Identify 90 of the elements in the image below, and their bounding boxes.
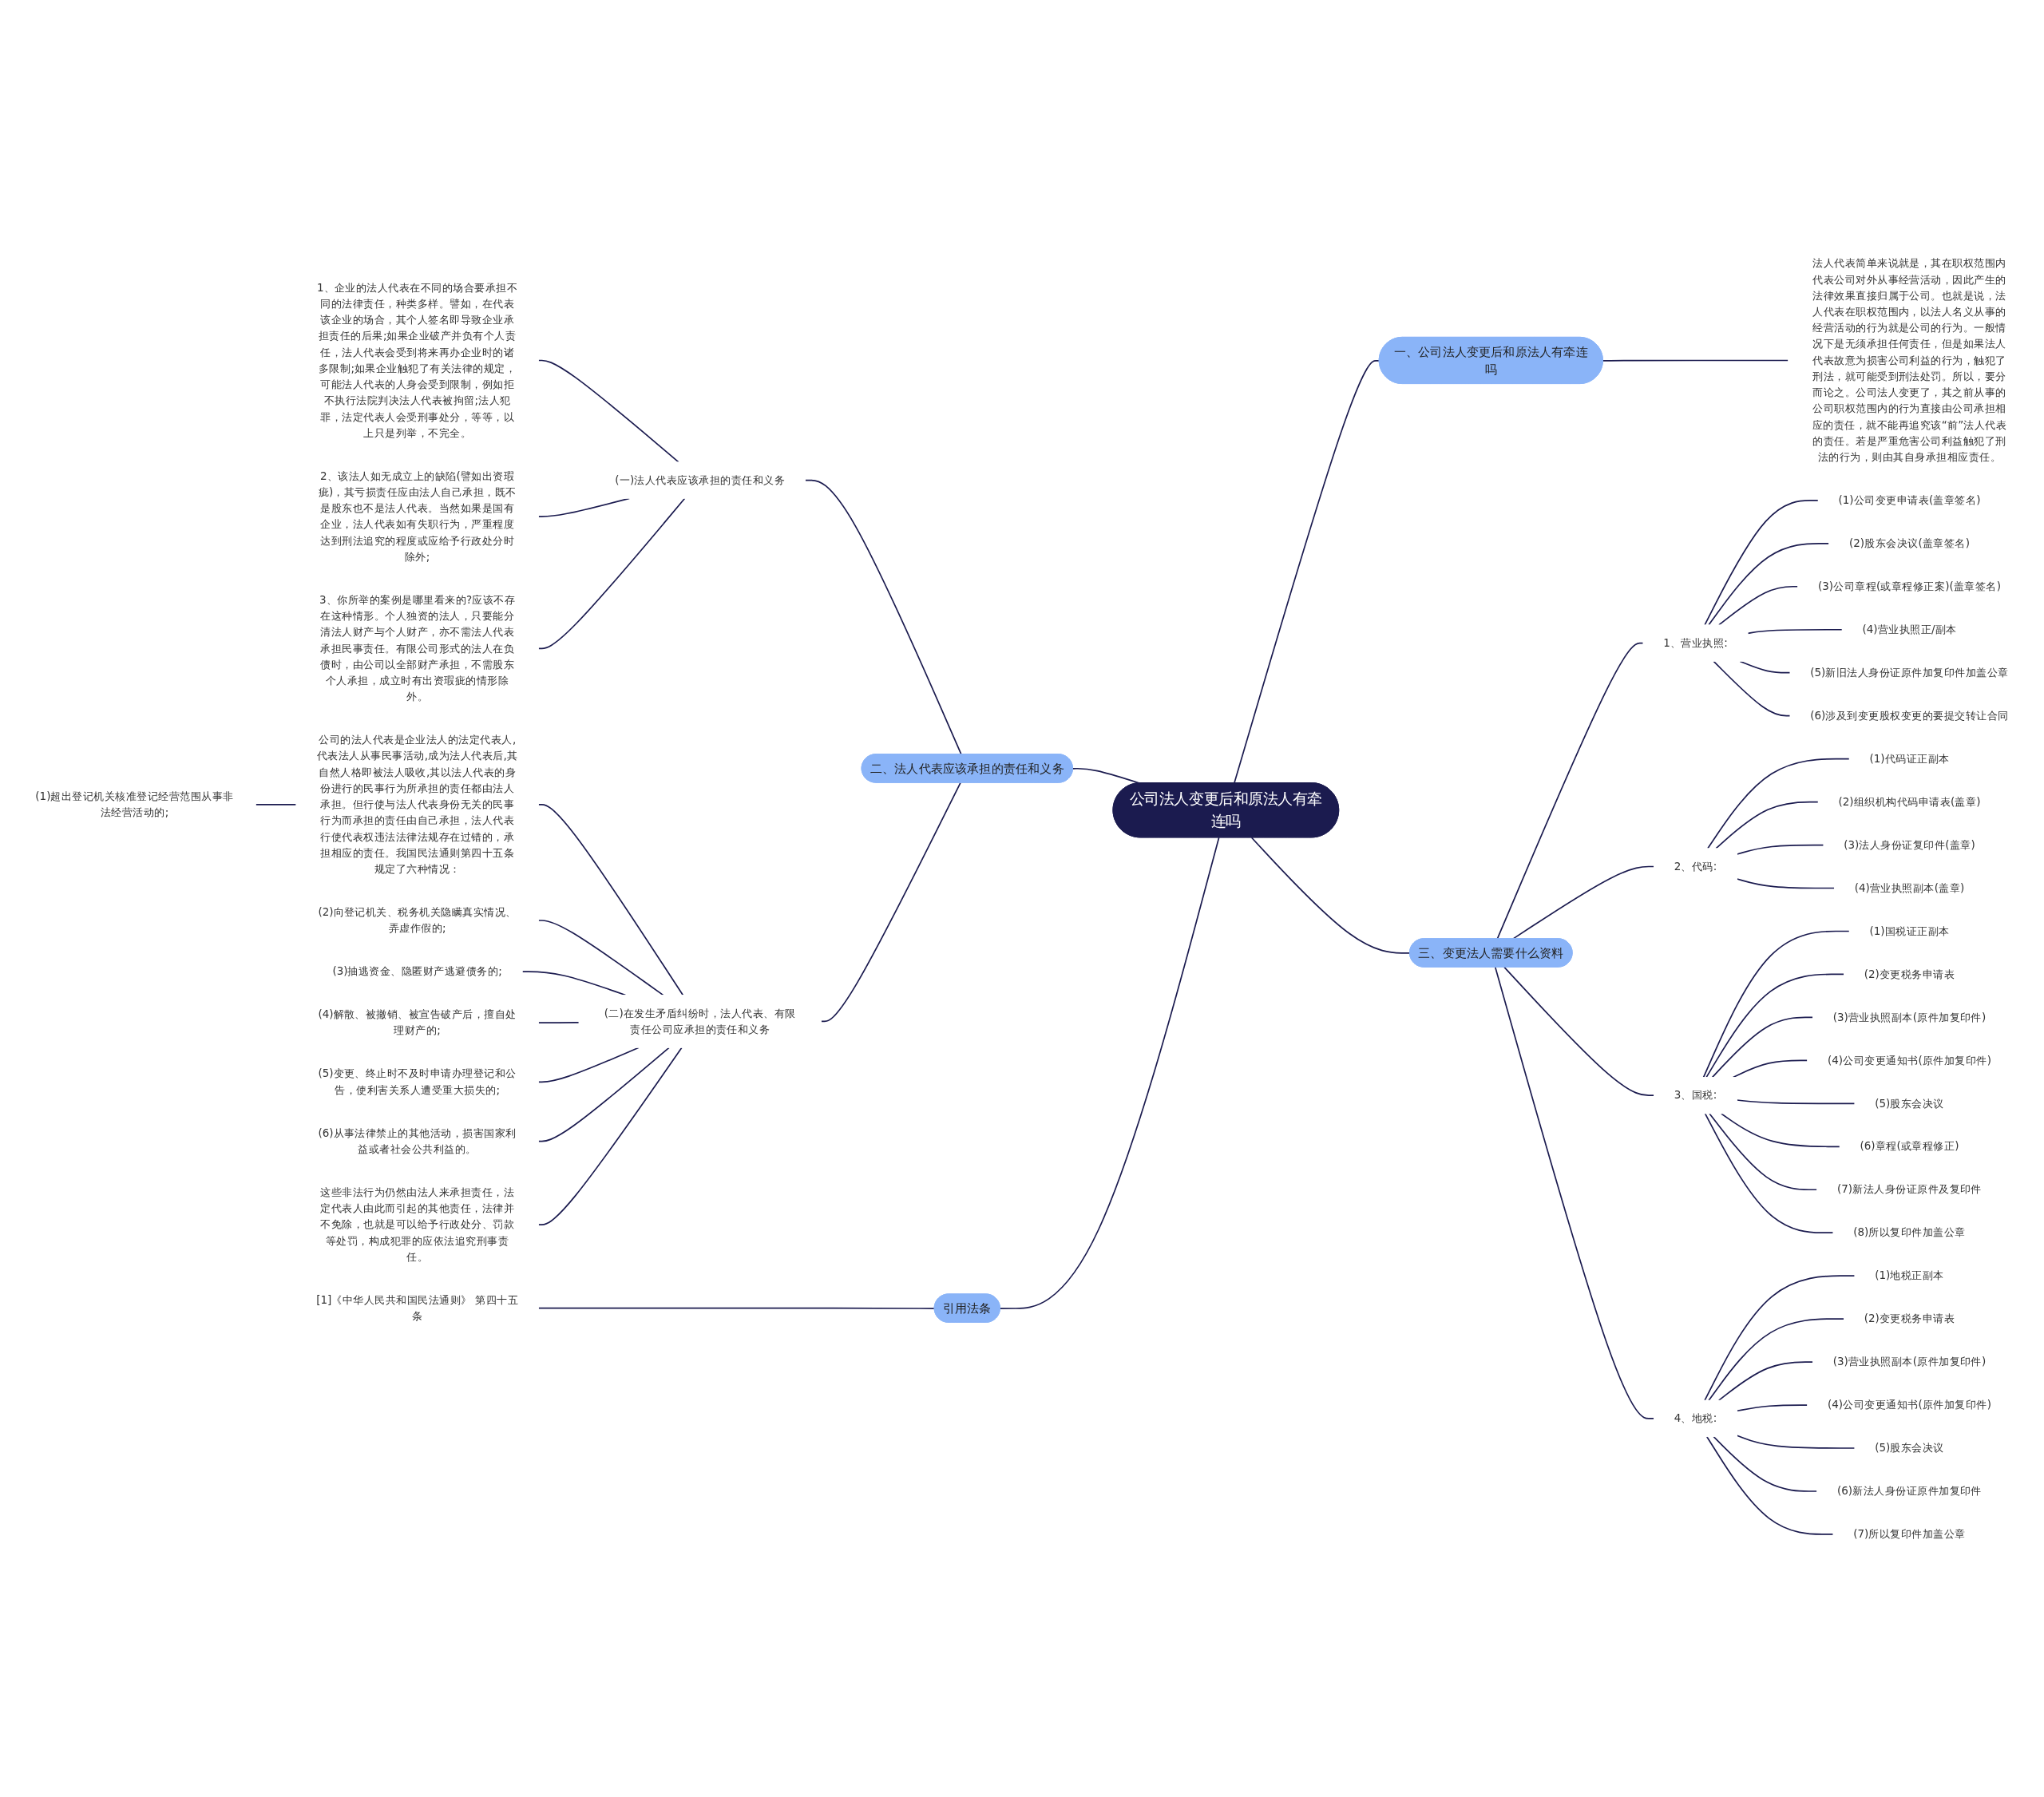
connector (1496, 642, 1644, 940)
connector (537, 1047, 683, 1225)
connector (1739, 660, 1791, 674)
node-text: (1)公司变更申请表(盖章签名) (1838, 493, 1981, 506)
node-text: (1)地税正副本 (1875, 1269, 1944, 1282)
node-text: (4)营业执照正/副本 (1862, 622, 1957, 635)
node-text: (3)营业执照副本(原件加复印件) (1832, 1010, 1987, 1023)
connector (1736, 877, 1836, 889)
node-text: 1、营业执照: (1663, 635, 1728, 649)
node-text: (5)新旧法人身份证原件加复印件加盖公章 (1810, 665, 2009, 679)
connector (1717, 1360, 1814, 1401)
node-text: (6)从事法律禁止的其他活动，损害国家利益或者社会公共利益的。 (318, 1126, 517, 1155)
node-text: (4)公司变更通知书(原件加复印件) (1827, 1398, 1991, 1411)
connector (255, 803, 297, 805)
node-text: (2)变更税务申请表 (1864, 967, 1955, 980)
connector (537, 919, 664, 995)
node-text: (3)公司章程(或章程修正案)(盖章签名) (1817, 579, 2001, 592)
node-text: (2)股东会决议(盖章签名) (1848, 536, 1971, 549)
node-text: (3)营业执照副本(原件加复印件) (1832, 1355, 1987, 1368)
connector (1747, 628, 1843, 634)
node-text: (3)法人身份证复印件(盖章) (1844, 837, 1975, 851)
connector (1512, 865, 1655, 940)
node-text: (5)股东会决议 (1875, 1096, 1944, 1110)
connector (1704, 1274, 1856, 1401)
connector (1704, 499, 1819, 626)
node-text: 4、地税: (1674, 1411, 1717, 1425)
node-text: 3、国税: (1674, 1088, 1717, 1102)
node-text: (3)抽逃资金、隐匿财产逃避债务的; (332, 964, 502, 978)
connector (999, 836, 1220, 1309)
connector (1707, 758, 1850, 849)
node-text: 1、企业的法人代表在不同的场合要承担不同的法律责任，种类多样。譬如，在代表该企业的场合，其个人签名即导致企业承担责任的后果;如果企业破产并负有个人责任，法人代表会受到将来再办企业时的诸多限制;如果企业触犯了有关法律的规定，可能法人代表的人身会受到限制，例如拒不执行法院判决法人代表被拘留;法人犯罪，法定代表人会受刑事处分，等等，以上只是列举，不完全。 (316, 280, 518, 439)
connector (537, 359, 679, 463)
node-text: (6)涉及到变更股权变更的要提交转让合同 (1810, 708, 2009, 722)
connector (1705, 1435, 1834, 1535)
connector (820, 782, 961, 1022)
node-text: (6)新法人身份证原件加复印件 (1836, 1484, 1982, 1498)
node-text: (6)章程(或章程修正) (1860, 1139, 1959, 1153)
node-text: 法人代表简单来说就是，其在职权范围内代表公司对外从事经营活动，因此产生的法律效果直接归属于公司。也就是说，法人代表在职权范围内，以法人名义从事的经营活动的行为就是公司的行为。一般情况下是无须承担任何责任，但是如果法人代表故意为损害公司利益的行为，触犯了刑法，就可能受到刑法处罚。所以，要分而论之。公司法人变更了，其之前从事的公司职权范围内的行为直接由公司承担相应的责任，就不能再追究该“前”法人代表的责任。若是严重危害公司利益触犯了刑法的行为，则由其自身承担相应责任。 (1812, 256, 2007, 463)
connector (1708, 1317, 1845, 1401)
node-text: (5)股东会决议 (1875, 1441, 1944, 1455)
node-text: (2)组织机构代码申请表(盖章) (1838, 794, 1981, 808)
connector (537, 1047, 640, 1083)
connector (1705, 973, 1845, 1078)
node-text: 这些非法行为仍然由法人来承担责任，法定代表人由此而引起的其他责任，法律并不免除，也就是可以给予行政处分、罚款等处罚，构成犯罪的应依法追究刑事责任。 (320, 1185, 515, 1263)
connector (1602, 359, 1789, 362)
connector (537, 803, 684, 995)
connector (1713, 660, 1791, 716)
node-text: 公司的法人代表是企业法人的法定代表人,代表法人从事民事活动,成为法人代表后,其自然人格即被法人吸收,其以法人代表的身份进行的民事行为所承担的责任都由法人承担。但行使与法人代表身份无关的民事行为而承担的责任由自己承担，法人代表行使代表权违法法律法规存在过错的，承担相应的责任。我国民法通则第四十五条规定了六种情况： (316, 733, 518, 875)
connector (1736, 1098, 1856, 1104)
node-text: (1)超出登记机关核准登记经营范围从事非法经营活动的; (35, 789, 234, 819)
connector (1503, 966, 1655, 1096)
connector (1736, 1434, 1856, 1449)
node-text: (1)国税证正副本 (1869, 924, 1950, 937)
connector (1234, 359, 1380, 784)
node-text: (4)公司变更通知书(原件加复印件) (1827, 1053, 1991, 1067)
node-text: (一)法人代表应该承担的责任和义务 (615, 473, 786, 486)
connector (1702, 930, 1850, 1078)
connector (537, 497, 631, 517)
connector (1715, 801, 1819, 849)
node-text: (7)所以复印件加盖公章 (1853, 1527, 1966, 1541)
connector (1736, 844, 1824, 855)
node-text: 2、该法人如无成立上的缺陷(譬如出资瑕疵)，其亏损责任应由法人自己承担，既不是股东也不是法人代表。当然如果是国有企业，法人代表如有失职行为，严重程度达到刑法追究的程度或应给予行政处分时除外; (318, 469, 517, 563)
connector (521, 970, 627, 995)
connector (537, 497, 686, 649)
connector (537, 1307, 936, 1309)
node-text: 2、代码: (1674, 859, 1717, 873)
node-text: (8)所以复印件加盖公章 (1853, 1225, 1966, 1239)
connector (537, 1047, 670, 1142)
node-text: (2)变更税务申请表 (1864, 1312, 1955, 1325)
connector (537, 1021, 580, 1023)
connector (804, 479, 962, 755)
connector (1494, 966, 1655, 1419)
connector (1711, 1016, 1814, 1078)
connector (1717, 585, 1799, 626)
connector (1250, 836, 1411, 954)
connector (1709, 1112, 1818, 1190)
node-text: (7)新法人身份证原件及复印件 (1836, 1182, 1982, 1196)
node-text: (5)变更、终止时不及时申请办理登记和公告，使利害关系人遭受重大损失的; (318, 1067, 517, 1096)
node-text: (1)代码证正副本 (1869, 751, 1950, 765)
node-text: 3、你所举的案例是哪里看来的?应该不存在这种情形。个人独资的法人，只要能分清法人财产与个人财产，亦不需法人代表承担民事责任。有限公司形式的法人在负债时，由公司以全部财产承担，不需股东个人承担，成立时有出资瑕疵的情形除外。 (319, 592, 516, 703)
node-text: (4)解散、被撤销、被宣告破产后，擅自处理财产的; (318, 1007, 517, 1037)
node-text: (2)向登记机关、税务机关隐瞒真实情况、弄虚作假的; (318, 904, 517, 935)
node-text: (二)在发生矛盾纠纷时，法人代表、有限责任公司应承担的责任和义务 (604, 1006, 796, 1035)
node-text: (4)营业执照副本(盖章) (1854, 881, 1965, 894)
connector (1721, 1112, 1840, 1147)
connector (1736, 1403, 1808, 1411)
connector (1704, 1112, 1834, 1233)
connector (1713, 1435, 1818, 1492)
node-text: [1]《中华人民共和国民法通则》 第四十五条 (316, 1292, 519, 1322)
connector (1708, 542, 1830, 626)
